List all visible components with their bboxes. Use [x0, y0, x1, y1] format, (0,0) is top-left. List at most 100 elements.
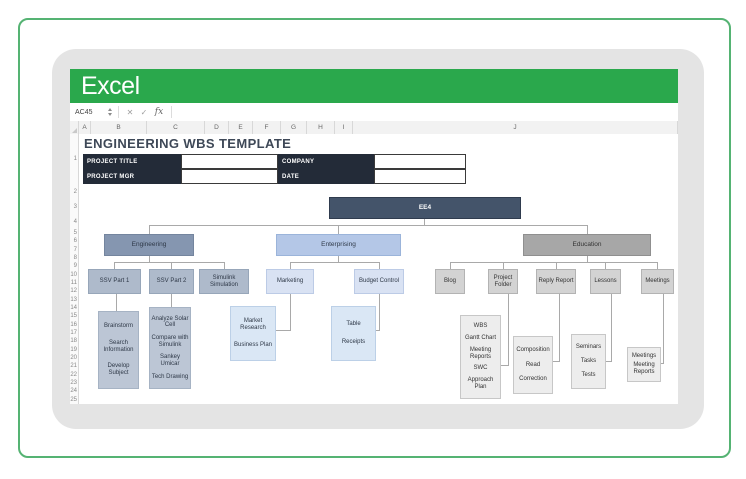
connector	[587, 225, 588, 234]
name-box-spinner-icon[interactable]	[105, 103, 114, 121]
wbs-node-engineering[interactable]: Engineering	[104, 234, 194, 256]
info-value-project-title[interactable]	[181, 154, 278, 169]
formula-bar-input[interactable]	[176, 103, 678, 121]
wbs-item: Market Research	[240, 318, 266, 332]
wbs-item: Analyze Solar Cell	[151, 315, 189, 329]
row-header[interactable]: 25	[70, 396, 77, 403]
row-header[interactable]: 12	[70, 288, 77, 295]
excel-logo: Excel	[81, 71, 140, 100]
wbs-tasks-project-folder[interactable]: WBS Gantt Chart Meeting Reports SWC Appr…	[460, 315, 501, 399]
wbs-item: Sankey Umicar	[159, 354, 180, 368]
wbs-tasks-lessons[interactable]: Seminars Tasks Tests	[571, 334, 606, 389]
row-header[interactable]: 20	[70, 355, 77, 362]
wbs-tasks-budget-control[interactable]: Table Receipts	[331, 306, 376, 361]
connector	[503, 262, 504, 269]
row-header[interactable]: 2	[73, 188, 77, 195]
row-header[interactable]: 3	[73, 203, 77, 210]
wbs-node-ssv-part-1[interactable]: SSV Part 1	[88, 269, 141, 294]
info-value-project-mgr[interactable]	[181, 169, 278, 184]
wbs-node-blog[interactable]: Blog	[435, 269, 465, 294]
select-all-triangle-icon	[72, 128, 77, 133]
connector	[116, 294, 117, 311]
row-header[interactable]: 18	[70, 338, 77, 345]
column-header-d[interactable]: D	[205, 121, 229, 134]
connector	[556, 262, 557, 269]
wbs-tasks-reply-report[interactable]: Composition Read Correction	[513, 336, 553, 394]
connector	[171, 262, 172, 269]
row-header[interactable]: 6	[73, 238, 77, 245]
row-header[interactable]: 4	[73, 218, 77, 225]
column-header-b[interactable]: B	[91, 121, 147, 134]
wbs-node-budget-control[interactable]: Budget Control	[354, 269, 404, 294]
wbs-node-marketing[interactable]: Marketing	[266, 269, 314, 294]
row-header[interactable]: 24	[70, 388, 77, 395]
select-all-corner[interactable]	[70, 121, 79, 134]
connector	[606, 361, 612, 362]
info-label-project-title[interactable]: PROJECT TITLE	[83, 154, 181, 169]
excel-title-bar: Excel	[70, 69, 678, 103]
row-header[interactable]: 17	[70, 330, 77, 337]
wbs-node-root[interactable]: EE4	[329, 197, 521, 219]
wbs-node-lessons[interactable]: Lessons	[590, 269, 621, 294]
row-header[interactable]: 10	[70, 271, 77, 278]
down-arrow-icon	[107, 113, 112, 116]
connector	[338, 256, 339, 262]
connector	[553, 361, 560, 362]
connector	[290, 262, 291, 269]
wbs-tasks-meetings[interactable]: Meetings Meeting Reports	[627, 347, 661, 382]
wbs-node-reply-report[interactable]: Reply Report	[536, 269, 576, 294]
enter-icon[interactable]: ✓	[140, 107, 148, 117]
column-header-c[interactable]: C	[147, 121, 205, 134]
row-header[interactable]: 16	[70, 321, 77, 328]
row-header[interactable]: 1	[73, 156, 77, 162]
row-header[interactable]: 15	[70, 313, 77, 320]
row-header[interactable]: 14	[70, 305, 77, 312]
info-label-company[interactable]: COMPANY	[278, 154, 374, 169]
row-header[interactable]: 23	[70, 380, 77, 387]
info-value-company[interactable]	[374, 154, 466, 169]
column-header-i[interactable]: I	[335, 121, 353, 134]
column-header-a[interactable]: A	[79, 121, 91, 134]
wbs-item: Tech Drawing	[151, 373, 189, 380]
wbs-tasks-marketing[interactable]: Market Research Business Plan	[230, 306, 276, 361]
column-header-f[interactable]: F	[253, 121, 281, 134]
wbs-node-enterprising[interactable]: Enterprising	[276, 234, 401, 256]
column-header-e[interactable]: E	[229, 121, 253, 134]
row-header[interactable]: 19	[70, 346, 77, 353]
insert-function-icon[interactable]: fx	[154, 107, 164, 117]
wbs-node-education[interactable]: Education	[523, 234, 651, 256]
connector	[376, 330, 380, 331]
connector	[149, 256, 150, 262]
sheet-canvas[interactable]: ENGINEERING WBS TEMPLATE PROJECT TITLE C…	[79, 134, 678, 404]
excel-window: Excel AC45 ✕ ✓ fx A B C D E F G H I J 1 …	[70, 69, 678, 404]
row-header[interactable]: 13	[70, 296, 77, 303]
column-header-j[interactable]: J	[353, 121, 678, 134]
wbs-item: Seminars	[575, 344, 602, 351]
wbs-item: SWC	[473, 365, 488, 372]
info-label-project-mgr[interactable]: PROJECT MGR	[83, 169, 181, 184]
cancel-icon[interactable]: ✕	[126, 107, 134, 117]
row-header[interactable]: 9	[73, 263, 77, 270]
cell-name-box[interactable]: AC45	[75, 108, 93, 116]
wbs-node-meetings[interactable]: Meetings	[641, 269, 674, 294]
row-header[interactable]: 11	[70, 280, 77, 287]
wbs-node-project-folder[interactable]: Project Folder	[488, 269, 518, 294]
column-header-g[interactable]: G	[281, 121, 307, 134]
wbs-tasks-ssv-part-2[interactable]: Analyze Solar Cell Compare with Simulink…	[149, 307, 191, 389]
connector	[661, 363, 664, 364]
row-header[interactable]: 7	[73, 246, 77, 253]
info-label-date[interactable]: DATE	[278, 169, 374, 184]
connector	[508, 294, 509, 366]
wbs-node-simulink-simulation[interactable]: Simulink Simulation	[199, 269, 249, 294]
info-value-date[interactable]	[374, 169, 466, 184]
row-header[interactable]: 8	[73, 255, 77, 262]
row-headers: 1 2 3 4 5 6 7 8 9 10 11 12 13 14 15 16 1…	[70, 134, 79, 404]
row-header[interactable]: 5	[73, 230, 77, 237]
wbs-item: Develop Subject	[107, 362, 130, 376]
row-header[interactable]: 22	[70, 371, 77, 378]
row-header[interactable]: 21	[70, 363, 77, 370]
wbs-tasks-ssv-part-1[interactable]: Brainstorm Search Information Develop Su…	[98, 311, 139, 389]
wbs-node-ssv-part-2[interactable]: SSV Part 2	[149, 269, 194, 294]
column-header-h[interactable]: H	[307, 121, 335, 134]
wbs-item: Gantt Chart	[464, 334, 496, 341]
